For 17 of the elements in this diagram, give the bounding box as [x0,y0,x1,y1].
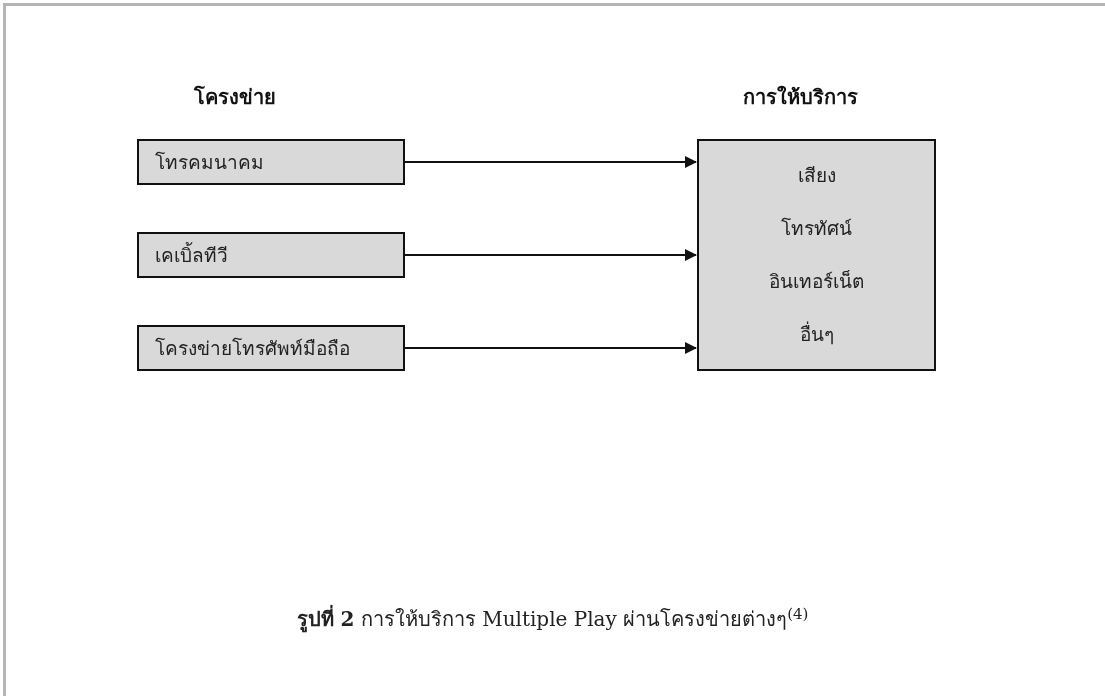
network-box [137,325,405,371]
column-heading: การให้บริการ [742,84,858,111]
network-box [137,139,405,185]
arrow [404,249,697,261]
figure-caption: รูปที่ 2 การให้บริการ Multiple Play ผ่านโครงข่ายต่างๆ$^{(4)}$ [295,604,810,634]
box-text: โทรคมนาคม [155,149,265,175]
box-text: อินเทอร์เน็ต [769,269,864,295]
box-text: โทรทัศน์ [781,216,852,242]
service-box [697,139,936,371]
box-text: เสียง [797,163,836,189]
network-box [137,232,405,278]
box-text: โครงข่ายโทรศัพท์มือถือ [155,335,351,361]
column-heading: โครงข่าย [194,84,276,111]
arrow [404,342,697,354]
box-text: อื่นๆ [799,320,834,348]
box-text: เคเบิ้ลทีวี [155,241,229,268]
arrow [404,156,697,168]
